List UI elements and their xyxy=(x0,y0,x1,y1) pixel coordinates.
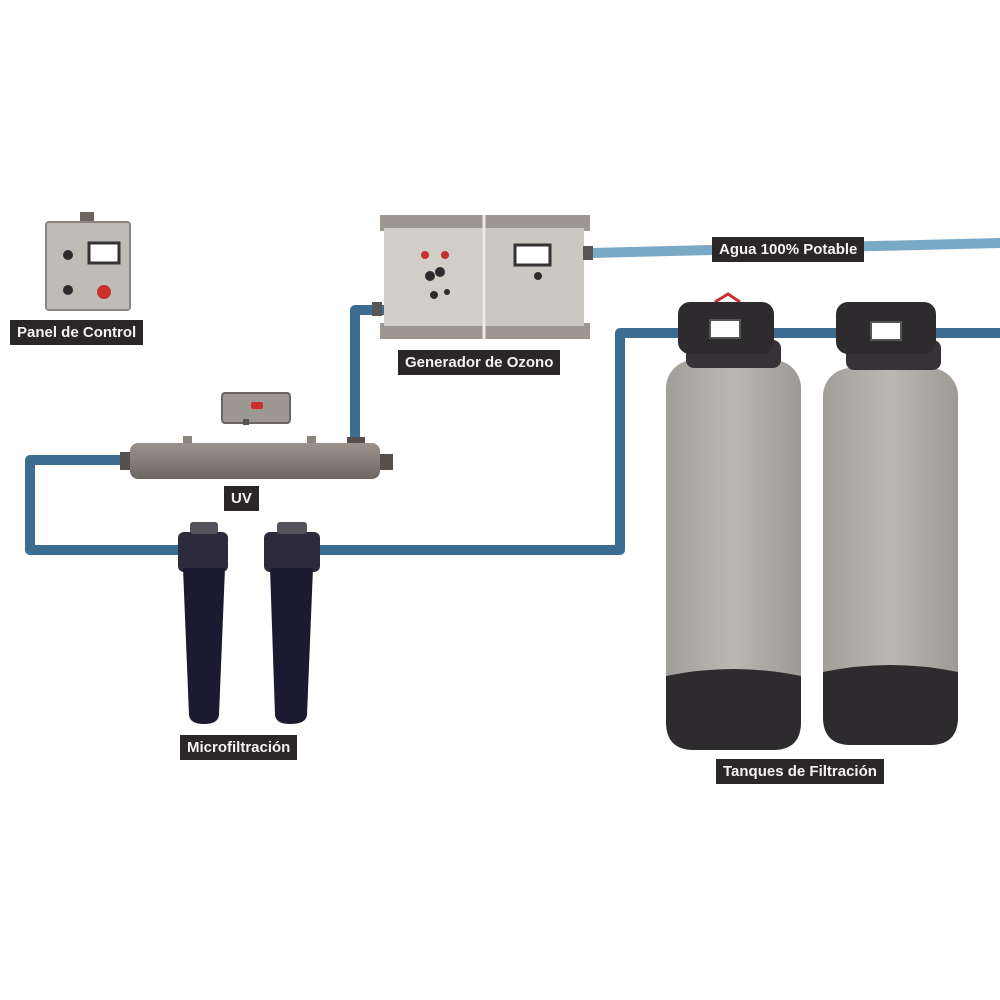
ozone-generator xyxy=(372,215,593,339)
cartridge-2 xyxy=(264,522,320,724)
control-panel xyxy=(45,212,131,311)
cartridge-1 xyxy=(178,522,228,724)
label-uv: UV xyxy=(224,486,259,511)
label-microfiltration: Microfiltración xyxy=(180,735,298,760)
uv-unit xyxy=(120,392,393,479)
label-potable-water: Agua 100% Potable xyxy=(712,237,865,262)
filtration-tanks xyxy=(666,292,958,750)
microfiltration-cartridges xyxy=(178,522,320,724)
pipe-microfilter-to-tanks xyxy=(315,328,690,555)
tank-1 xyxy=(666,292,801,750)
label-control-panel: Panel de Control xyxy=(10,320,144,345)
tank-2 xyxy=(823,302,958,745)
pipe-uv-to-microfilter xyxy=(25,455,185,555)
label-filtration-tanks: Tanques de Filtración xyxy=(716,759,884,784)
label-ozone-generator: Generador de Ozono xyxy=(398,350,561,375)
